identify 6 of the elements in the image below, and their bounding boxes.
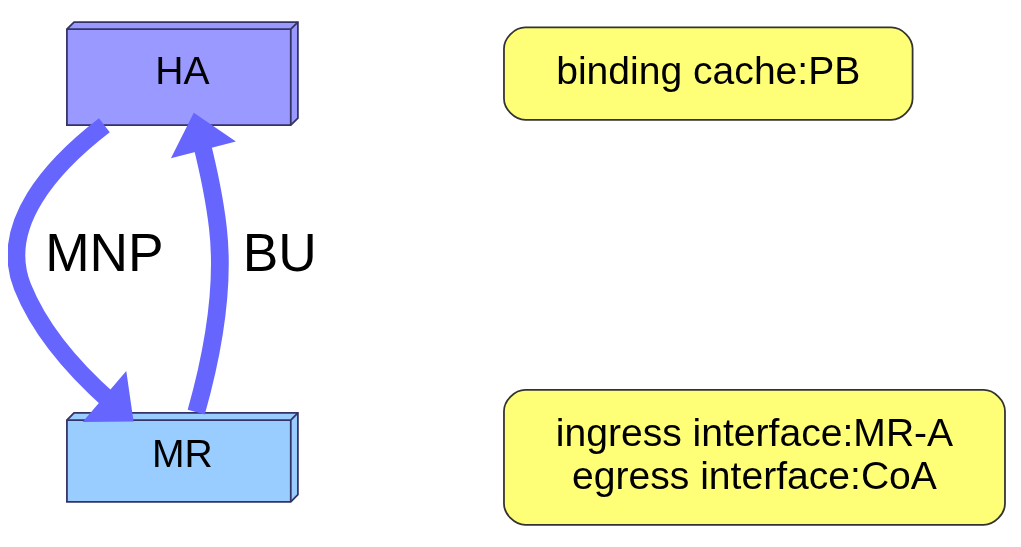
node-box: ingress interface:MR-A egress interface:CoA [503,389,1006,526]
edge-label: BU [242,222,317,282]
node-box: binding cache:PB [503,26,914,121]
arrow [8,118,134,423]
arrow [170,112,236,415]
edge-label: MNP [45,222,163,282]
